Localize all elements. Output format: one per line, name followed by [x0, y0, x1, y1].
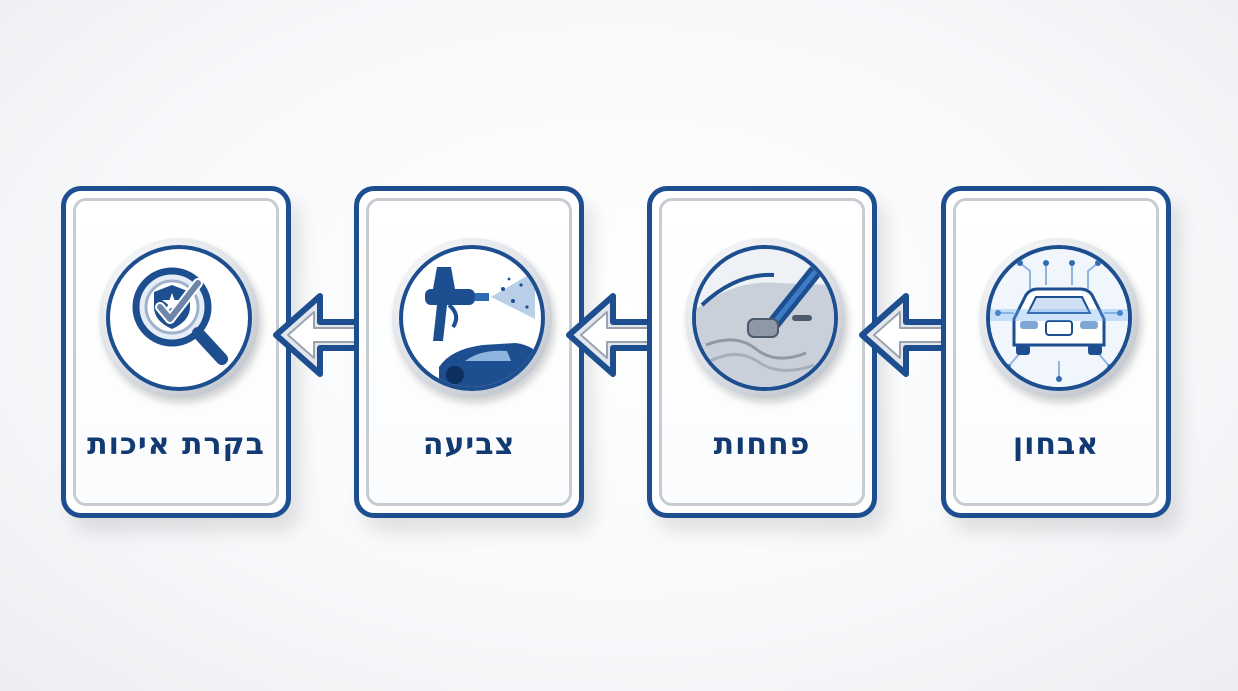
- step-label-quality-control: בקרת איכות: [87, 427, 265, 462]
- arrow-left-icon: [858, 290, 959, 380]
- step-label-bodywork: פחחות: [713, 427, 811, 462]
- step-label-painting: צביעה: [422, 427, 516, 462]
- quality-check-icon: [99, 238, 259, 398]
- bodywork-repair-icon: [685, 238, 845, 398]
- car-diagnostics-icon: [979, 238, 1139, 398]
- step-card-quality-control: בקרת איכות: [61, 186, 291, 518]
- step-label-diagnostics: אבחון: [1012, 427, 1100, 462]
- arrow-left-icon: [272, 290, 373, 380]
- step-card-diagnostics: אבחון: [941, 186, 1171, 518]
- step-card-bodywork: פחחות: [647, 186, 877, 518]
- spray-paint-icon: [392, 238, 552, 398]
- step-card-painting: צביעה: [354, 186, 584, 518]
